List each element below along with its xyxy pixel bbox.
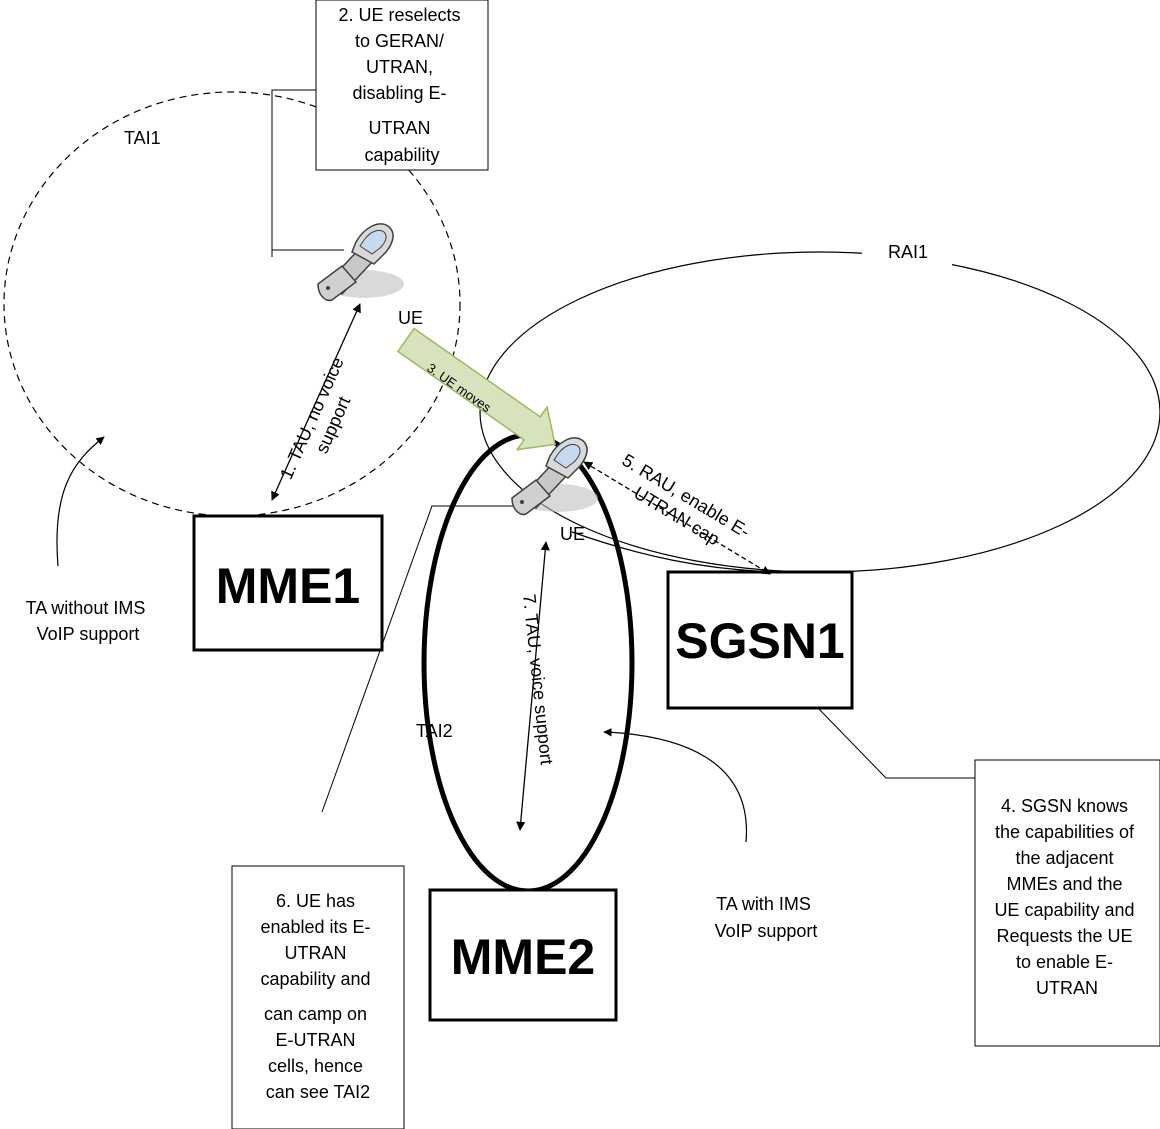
mme2-label: MME2 bbox=[451, 929, 595, 985]
step6-note-box bbox=[231, 865, 405, 1129]
step4-note: 4. SGSN knows the capabilities of the ad… bbox=[994, 796, 1139, 998]
mme1-label: MME1 bbox=[216, 558, 360, 614]
step6-note: 6. UE has enabled its E- UTRAN capabilit… bbox=[260, 891, 375, 1102]
ta-with-pointer bbox=[603, 728, 748, 843]
ue-phone-top-icon bbox=[317, 223, 405, 302]
tai1-label-mask bbox=[118, 122, 196, 152]
sgsn1-label: SGSN1 bbox=[675, 613, 845, 669]
ue-label-bottom: UE bbox=[560, 524, 585, 544]
step4-note-box bbox=[974, 759, 1160, 1047]
step6-callout-line bbox=[321, 505, 520, 813]
step2-callout-line bbox=[271, 89, 344, 251]
ue-label-top: UE bbox=[398, 308, 423, 328]
move-arrow bbox=[396, 327, 556, 451]
tai1-label: TAI1 bbox=[124, 128, 161, 148]
step1-label: 1. TAU, no voice support bbox=[276, 350, 370, 492]
step4-callout-line bbox=[817, 707, 975, 779]
step2-note-box bbox=[315, 0, 489, 171]
ta-with-ims-note: TA with IMS VoIP support bbox=[715, 894, 818, 941]
step5-label: 5. RAU, enable E- UTRAN cap bbox=[607, 450, 757, 563]
step5-arrow bbox=[583, 461, 771, 575]
tai1-area bbox=[3, 91, 461, 517]
step7-label: 7. TAU, voice support bbox=[519, 593, 557, 766]
tai2-label: TAI2 bbox=[416, 721, 453, 741]
rai1-label-mask bbox=[862, 236, 952, 266]
ta-without-ims-note: TA without IMS VoIP support bbox=[26, 598, 151, 644]
mme1-box bbox=[192, 514, 384, 652]
mme2-box bbox=[428, 888, 618, 1022]
rai1-label: RAI1 bbox=[888, 242, 928, 262]
step2-note: 2. UE reselects to GERAN/ UTRAN, disabli… bbox=[338, 5, 465, 165]
step1-arrow bbox=[271, 303, 361, 501]
step7-arrow bbox=[516, 541, 550, 831]
ta-without-pointer bbox=[56, 436, 105, 567]
sgsn1-box bbox=[666, 570, 854, 710]
